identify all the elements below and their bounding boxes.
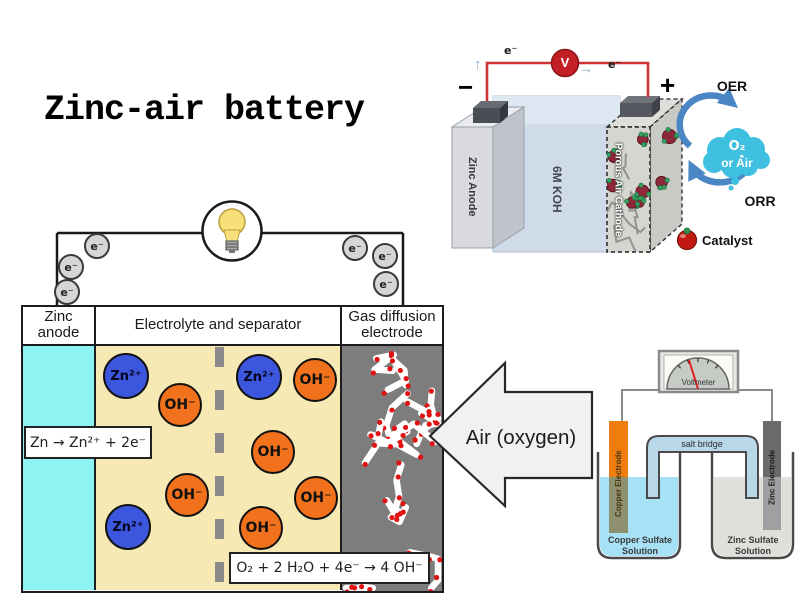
electron-flow-label-right: e⁻ [608,58,622,71]
column-header-gas-diffusion: Gas diffusion electrode [348,308,436,342]
voltmeter-symbol: V [560,55,570,70]
anode-reaction-box: Zn → Zn²⁺ + 2e⁻ [24,426,152,459]
light-bulb-icon [201,200,263,262]
copper-electrode-bar [609,421,628,533]
orr-label: ORR [744,193,776,209]
column-header-electrolyte: Electrolyte and separator [96,307,342,344]
catalyst-particles-texture [607,127,680,252]
zinc-electrode-bar [763,421,781,530]
copper-electrode-label: Copper Electrode [614,450,623,518]
battery-schematic [450,48,770,254]
page-title: Zinc-air battery [44,90,365,130]
left-meter-wire [621,389,660,423]
air-oxygen-label: Air (oxygen) [466,426,577,449]
right-meter-wire [737,389,773,423]
voltmeter-label: Voltmeter [681,378,716,387]
galvanic-cell-figure [596,349,795,560]
electron-flow-label-left: e⁻ [504,44,518,57]
needle [688,359,699,390]
voltmeter-circle-icon [550,48,580,78]
anode-terminal [473,101,508,123]
oer-arrow-icon [676,88,738,149]
column-header-zinc-anode: Zinc anode [23,307,96,344]
air-oxygen-arrow: Air (oxygen) [428,360,594,509]
table-header-row: Zinc anode Electrolyte and separator Gas… [23,307,442,346]
oer-label: OER [716,78,748,94]
zinc-anode-region [23,345,96,590]
cloud-or-air-label: or Air [721,156,753,170]
positive-terminal-sign: + [660,70,676,100]
cathode-terminal [620,96,660,117]
zinc-anode-label: Zinc Anode [466,157,478,217]
cloud-oxygen-label: O₂ [728,139,746,154]
current-up-arrow-icon: ↑ [474,56,482,73]
zinc-sulfate-solution-label: Zinc Sulfate Solution [727,535,779,556]
voltmeter-gauge [657,349,740,394]
zinc-electrode-label: Zinc Electrode [767,449,777,505]
cathode-reaction-box: O₂ + 2 H₂O + 4e⁻ → 4 OH⁻ [229,552,430,584]
electrolyte-koh-label: 6M KOH [550,165,564,213]
porous-air-cathode-label: Porous Air Cathode [612,143,624,237]
catalyst-label: Catalyst [702,233,753,248]
separator-dashed-line [215,347,224,589]
oxygen-cloud-icon [703,128,770,191]
catalyst-icon [676,227,698,251]
salt-bridge-label: salt bridge [681,439,723,449]
negative-terminal-sign: − [458,72,474,102]
copper-sulfate-solution-label: Copper Sulfate Solution [607,535,672,556]
salt-bridge-tube [646,435,759,499]
current-right-arrow-icon: → [579,60,593,76]
